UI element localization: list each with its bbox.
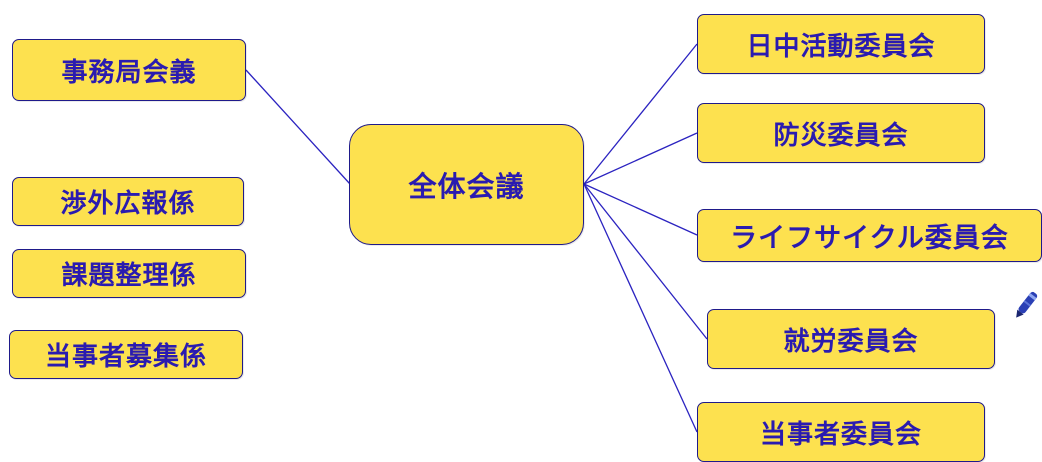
node-label: 当事者募集係 [44, 342, 207, 372]
node-label: 就労委員会 [783, 326, 919, 357]
node-zentai-kaigi: 全体会議 [349, 124, 584, 245]
node-label: 当事者委員会 [759, 419, 922, 450]
node-label: 事務局会義 [61, 57, 197, 88]
connector-center-to-shuro [583, 183, 708, 340]
pen-icon [1016, 291, 1038, 318]
connector-center-to-tojisha [583, 183, 698, 433]
node-label: 防災委員会 [773, 120, 909, 151]
node-lifecycle-iinkai: ライフサイクル委員会 [697, 209, 1042, 262]
node-label: ライフサイクル委員会 [730, 223, 1009, 254]
node-label: 全体会議 [408, 169, 525, 203]
connector-center-to-life [583, 183, 698, 236]
node-label: 日中活動委員会 [746, 31, 936, 62]
node-shogai-koho-gakari: 渉外広報係 [12, 177, 244, 226]
node-label: 渉外広報係 [60, 189, 196, 219]
node-bosai-iinkai: 防災委員会 [697, 103, 985, 163]
node-tojisha-boshu-gakari: 当事者募集係 [9, 330, 243, 379]
node-nitchu-katsudo-iinkai: 日中活動委員会 [697, 14, 985, 74]
node-tojisha-iinkai: 当事者委員会 [697, 402, 985, 462]
node-jimukyoku-kaigi: 事務局会義 [12, 39, 246, 101]
connector-center-to-bosai [583, 132, 698, 185]
node-kadai-seiri-gakari: 課題整理係 [12, 249, 246, 298]
connector-center-to-nitchu [583, 43, 698, 185]
node-label: 課題整理係 [61, 261, 197, 291]
node-shuro-iinkai: 就労委員会 [707, 309, 995, 369]
connector-center-to-jimukyoku [245, 69, 351, 185]
